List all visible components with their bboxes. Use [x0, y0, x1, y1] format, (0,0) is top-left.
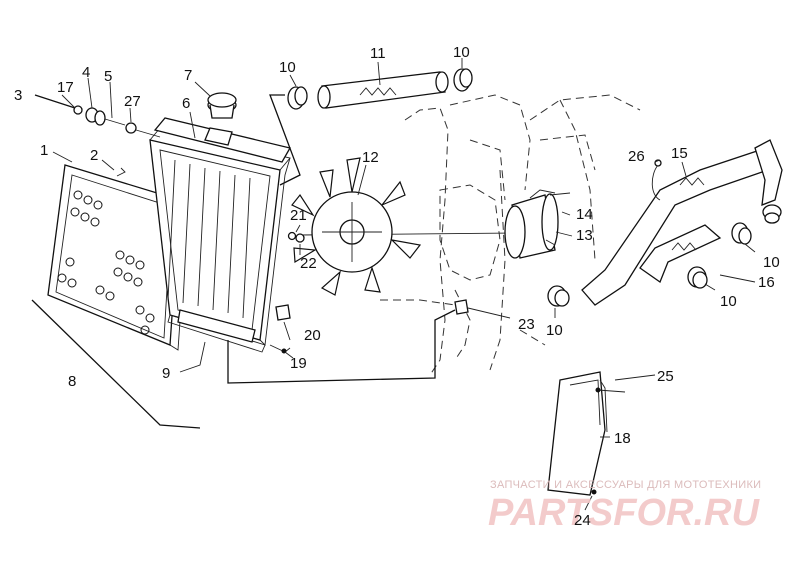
callout-11: 11 [370, 45, 386, 62]
watermark: ЗАПЧАСТИ И АКСЕССУАРЫ ДЛЯ МОТОТЕХНИКИ PA… [488, 479, 761, 534]
bracket-clamp [269, 304, 291, 354]
callout-19: 19 [290, 355, 307, 372]
callout-1: 1 [40, 142, 48, 159]
callout-4: 4 [82, 64, 90, 81]
callout-17: 17 [57, 79, 74, 96]
callout-10-upper-left: 10 [279, 59, 296, 76]
callout-10-lower-left: 10 [546, 322, 563, 339]
hose-clamp-lower-left [547, 285, 570, 307]
cooling-fan [291, 157, 422, 296]
hose-clamp-top-right [762, 204, 782, 224]
hose-clamp-lower-right [687, 266, 708, 289]
callout-20: 20 [304, 327, 321, 344]
coolant-hose-secondary [639, 224, 722, 284]
leader-lines [52, 58, 756, 511]
shroud-holes [57, 190, 155, 335]
callout-3: 3 [14, 87, 22, 104]
callout-8: 8 [68, 373, 76, 390]
callout-12: 12 [362, 149, 379, 166]
upper-hose [317, 71, 449, 109]
hose-clamp-upper-left [287, 86, 308, 110]
callout-22: 22 [300, 255, 317, 272]
radiator-core [149, 127, 291, 353]
fan-motor [504, 189, 559, 259]
callout-27: 27 [124, 93, 141, 110]
callout-10-upper-right: 10 [453, 44, 470, 61]
callout-15: 15 [671, 145, 688, 162]
motor-screw [549, 192, 571, 196]
mount-bracket [454, 299, 469, 315]
callout-5: 5 [104, 68, 112, 85]
lower-hose [581, 139, 783, 306]
sensor-assembly [34, 94, 161, 177]
callout-16: 16 [758, 274, 775, 291]
watermark-logo: PARTSFOR.RU [488, 492, 760, 534]
heat-shield [547, 371, 626, 496]
callout-23: 23 [518, 316, 535, 333]
callout-24: 24 [574, 512, 591, 529]
chassis-frame [380, 94, 641, 376]
callout-26: 26 [628, 148, 645, 165]
temp-sensor-wire [651, 159, 662, 201]
watermark-tagline: ЗАПЧАСТИ И АКСЕССУАРЫ ДЛЯ МОТОТЕХНИКИ [490, 479, 761, 491]
callout-21: 21 [290, 207, 307, 224]
fan-washers [287, 231, 305, 243]
hose-clamp-upper-right [453, 68, 473, 92]
callout-9: 9 [162, 365, 170, 382]
callout-2: 2 [90, 147, 98, 164]
callout-14: 14 [576, 206, 593, 223]
callout-25: 25 [657, 368, 674, 385]
callout-13: 13 [576, 227, 593, 244]
callout-18: 18 [614, 430, 631, 447]
callout-labels: 1 2 3 4 5 6 7 8 9 10 10 10 10 10 11 12 1… [14, 44, 780, 529]
callout-6: 6 [182, 95, 190, 112]
callout-7: 7 [184, 67, 192, 84]
callout-10-mid-right: 10 [763, 254, 780, 271]
hose-clamp-mid-right [731, 222, 752, 245]
callout-10-lower-right: 10 [720, 293, 737, 310]
radiator-cap [207, 92, 237, 108]
radiator-shroud [47, 164, 189, 351]
